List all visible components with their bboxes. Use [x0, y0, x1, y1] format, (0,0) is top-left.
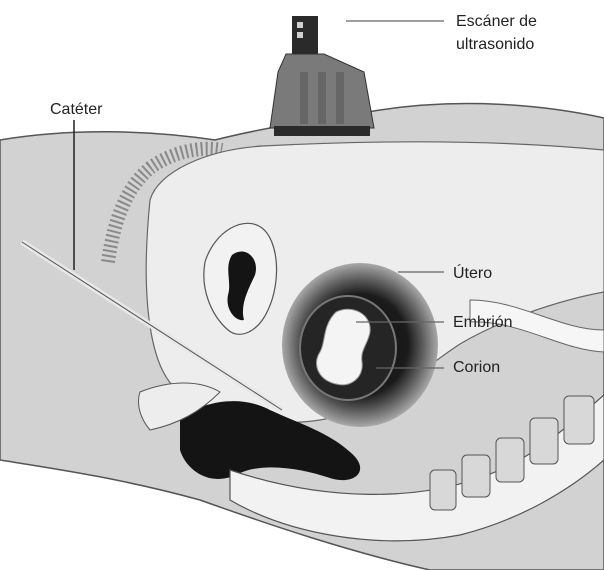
ultrasound-scanner — [270, 16, 374, 136]
scanner-label-line1: Escáner de — [456, 12, 537, 31]
uterus-label: Útero — [453, 264, 492, 283]
scanner-label-line2: ultrasonido — [456, 35, 534, 54]
catheter-label: Catéter — [50, 100, 102, 119]
chorion-label: Corion — [453, 358, 500, 377]
embryo-label: Embrión — [453, 313, 513, 332]
